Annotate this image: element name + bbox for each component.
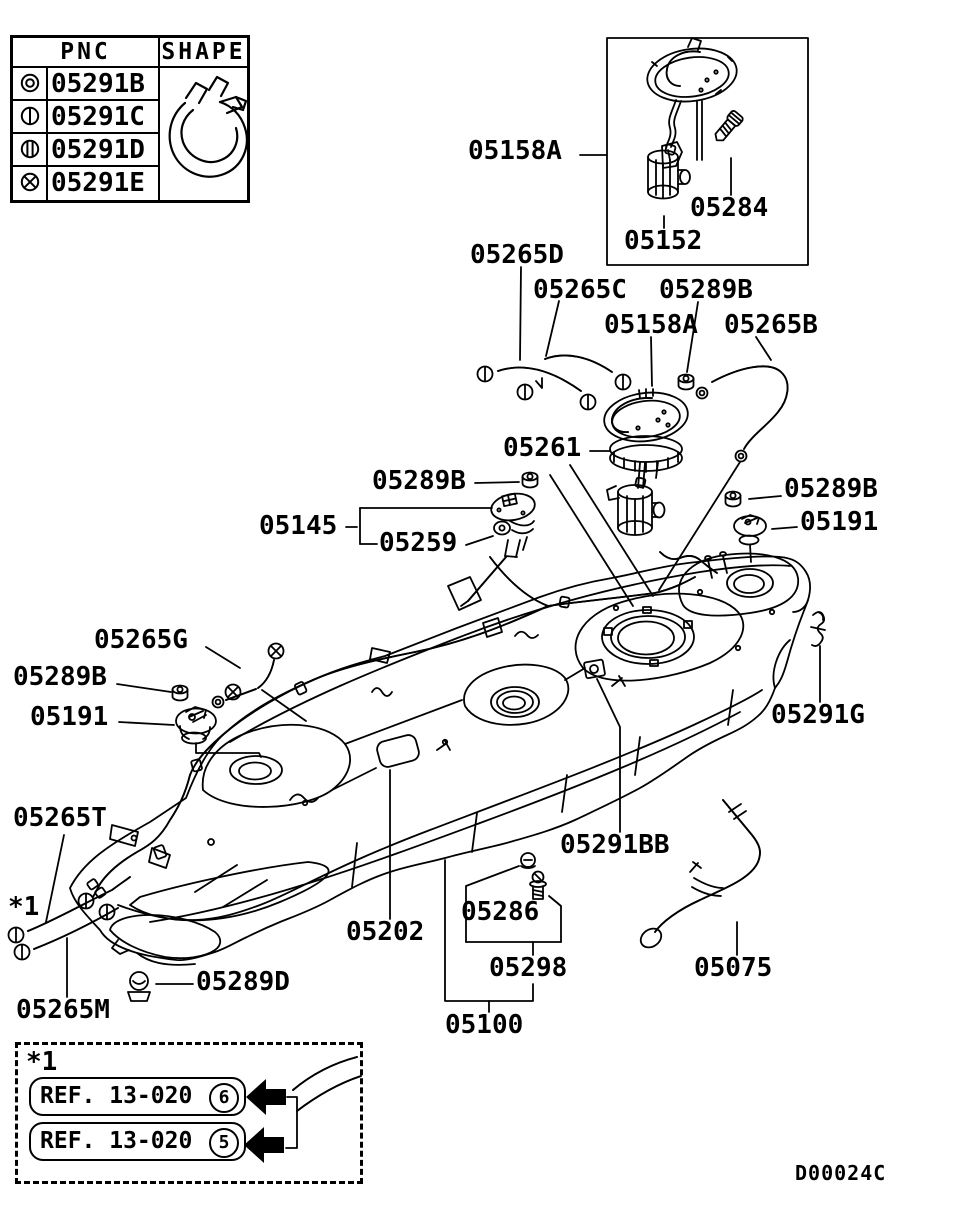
part-label-05289D: 05289D (196, 967, 290, 997)
part-label-05289B-left: 05289B (13, 662, 107, 692)
table-header: PNC SHAPE (13, 38, 247, 68)
left-valve-group (171, 642, 285, 745)
fastener-05289D (127, 971, 151, 1002)
part-label-05265M: 05265M (16, 995, 110, 1025)
vent-hoses (476, 354, 789, 463)
circle-double-ring-icon (13, 68, 48, 101)
header-shape: SHAPE (158, 38, 247, 68)
part-label-05261: 05261 (503, 433, 582, 463)
ref-text: REF. 13-020 (40, 1083, 193, 1109)
pad-05202 (376, 734, 420, 768)
pnc-value: 05291E (51, 168, 145, 198)
diagram-code: D00024C (795, 1161, 887, 1185)
table-row-05291D: 05291D (13, 134, 158, 167)
ref-text: REF. 13-020 (40, 1128, 193, 1154)
ref-circled-number: 5 (209, 1128, 239, 1158)
ref-circled-number: 6 (209, 1083, 239, 1113)
part-label-05259: 05259 (379, 528, 458, 558)
part-label-05191-left: 05191 (30, 702, 109, 732)
part-label-05075: 05075 (694, 953, 773, 983)
pnc-value: 05291B (51, 69, 145, 99)
gauge-boss (490, 686, 540, 718)
clip-05291G (810, 611, 826, 647)
part-label-05286: 05286 (461, 897, 540, 927)
sender-ring-opening (726, 568, 774, 598)
part-label-05191-right: 05191 (800, 507, 879, 537)
fuel-tank (69, 551, 811, 966)
right-valve-group (724, 490, 767, 563)
part-label-05291BB: 05291BB (560, 830, 670, 860)
nut-05289B-top (677, 373, 695, 391)
part-label-05202: 05202 (346, 917, 425, 947)
ref-note-star: *1 (26, 1047, 58, 1077)
inset-box-pump-assembly (579, 37, 809, 266)
part-label-05289B-right: 05289B (784, 474, 878, 504)
part-label-05265T: 05265T (13, 803, 107, 833)
pump-ring-opening (601, 606, 695, 667)
shape-cell-clamp-drawing (158, 68, 248, 200)
inset-legs (661, 99, 703, 169)
part-label-05284: 05284 (690, 193, 769, 223)
arrow-left-icon (246, 1079, 286, 1115)
bottom-left-hoses (7, 876, 131, 961)
pnc-value: 05291D (51, 135, 145, 165)
fitting-05291BB (583, 658, 606, 680)
part-label-05145: 05145 (259, 511, 338, 541)
part-label-05265G: 05265G (94, 625, 188, 655)
inset-flange (646, 37, 738, 103)
nut-05289B-gauge (521, 471, 539, 489)
part-label-star1: *1 (8, 892, 40, 922)
pnc-value: 05291C (51, 102, 145, 132)
part-label-05291G: 05291G (771, 700, 865, 730)
clamp-icon (168, 75, 248, 178)
circle-double-vertical-line-icon (13, 134, 48, 167)
part-label-05152: 05152 (624, 226, 703, 256)
table-row-05291E: 05291E (13, 167, 158, 200)
fasteners-05286 (520, 852, 547, 900)
part-label-05298: 05298 (489, 953, 568, 983)
valve-boss-left (229, 755, 283, 785)
refbox-art (244, 1056, 362, 1163)
main-sender-assembly (603, 373, 709, 536)
sender-skirt-ring (609, 435, 683, 473)
inset-leader-lines (579, 154, 732, 229)
circle-cross-icon (13, 167, 48, 200)
inset-pump (647, 143, 691, 200)
part-label-05289B-gauge: 05289B (372, 466, 466, 496)
part-label-05100: 05100 (445, 1010, 524, 1040)
part-label-05158A-inset: 05158A (468, 136, 562, 166)
sender-pump-body (606, 461, 666, 536)
filler-hose (639, 799, 761, 949)
part-label-05265B: 05265B (724, 310, 818, 340)
arrow-left-icon (244, 1127, 284, 1163)
leader-lines (45, 266, 821, 1013)
ref-row-6: REF. 13-020 6 (29, 1077, 246, 1116)
table-row-05291B: 05291B (13, 68, 158, 101)
part-label-05265C: 05265C (533, 275, 627, 305)
part-label-05289B-top: 05289B (659, 275, 753, 305)
header-pnc: PNC (60, 39, 111, 65)
part-label-05265D: 05265D (470, 240, 564, 270)
table-row-05291C: 05291C (13, 101, 158, 134)
fuel-gauge-unit (447, 471, 539, 611)
part-label-05158A-main: 05158A (604, 310, 698, 340)
inset-screw (714, 110, 744, 142)
ref-row-5: REF. 13-020 5 (29, 1122, 246, 1161)
circle-vertical-line-icon (13, 101, 48, 134)
